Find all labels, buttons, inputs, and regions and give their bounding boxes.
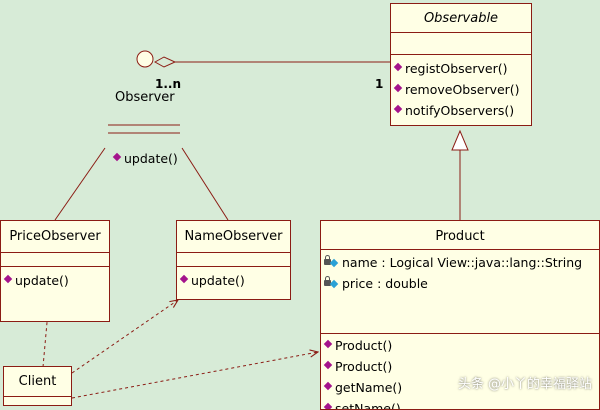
price-observer-class-name: PriceObserver — [1, 221, 109, 253]
operation-icon — [393, 83, 403, 92]
observable-operations: registObserver() removeObserver() notify… — [391, 55, 531, 121]
operation-row[interactable]: Product() — [321, 356, 599, 377]
operation-icon — [3, 274, 13, 283]
attribute-row[interactable]: name : Logical View::java::lang::String — [321, 252, 599, 273]
operation-icon — [393, 104, 403, 113]
aggregation-diamond-icon — [153, 56, 177, 68]
observer-association — [136, 50, 390, 68]
observable-multiplicity: 1 — [375, 77, 384, 91]
observable-class[interactable]: Observable registObserver() removeObserv… — [390, 3, 532, 126]
operation-row[interactable]: notifyObservers() — [391, 100, 531, 121]
product-class-name: Product — [321, 221, 599, 250]
operation-label: removeObserver() — [405, 82, 520, 97]
operation-label: getName() — [335, 380, 403, 395]
operation-row[interactable]: registObserver() — [391, 58, 531, 79]
price-observer-operations: update() — [1, 267, 109, 291]
watermark: 头条 @小丫的幸福驿站 — [457, 377, 592, 392]
name-observer-attributes — [177, 253, 290, 267]
name-observer-class-name: NameObserver — [177, 221, 290, 253]
operation-label: Product() — [335, 359, 393, 374]
product-attributes: name : Logical View::java::lang::String … — [321, 250, 599, 334]
operation-row[interactable]: removeObserver() — [391, 79, 531, 100]
private-attribute-icon — [324, 254, 340, 270]
operation-label: notifyObservers() — [405, 103, 515, 118]
observable-class-name: Observable — [391, 4, 531, 33]
operation-label: update() — [191, 273, 245, 288]
operation-icon — [393, 62, 403, 71]
operation-label: registObserver() — [405, 61, 508, 76]
attribute-label: price : double — [342, 276, 428, 291]
price-observer-class[interactable]: PriceObserver update() — [0, 220, 110, 322]
generalization-triangle-icon — [451, 129, 469, 151]
price-observer-realization — [54, 147, 106, 221]
observer-interface-shape — [108, 124, 180, 134]
name-observer-operations: update() — [177, 267, 290, 291]
observer-multiplicity: 1..n — [155, 77, 182, 91]
name-observer-class[interactable]: NameObserver update() — [176, 220, 291, 300]
operation-label: update() — [15, 273, 69, 288]
interface-lollipop-icon — [136, 50, 154, 68]
operation-row[interactable]: update() — [1, 270, 109, 291]
observer-operation-row[interactable]: update() — [110, 148, 178, 169]
operation-label: setName() — [335, 401, 401, 410]
client-product-dependency — [71, 352, 318, 399]
private-attribute-icon — [324, 275, 340, 291]
operation-row[interactable]: getName() — [321, 377, 599, 398]
operation-icon — [179, 274, 189, 283]
operation-icon — [323, 339, 333, 348]
product-operations: Product() Product() getName() setName() — [321, 334, 599, 410]
product-class[interactable]: Product name : Logical View::java::lang:… — [320, 220, 600, 410]
operation-label: update() — [124, 151, 178, 166]
client-class-name: Client — [4, 367, 71, 397]
operation-label: Product() — [335, 338, 393, 353]
observer-interface-name[interactable]: Observer — [115, 90, 175, 105]
attribute-label: name : Logical View::java::lang::String — [342, 255, 583, 270]
observable-attributes — [391, 33, 531, 55]
operation-icon — [112, 152, 122, 161]
operation-icon — [323, 381, 333, 390]
operation-row[interactable]: update() — [177, 270, 290, 291]
operation-icon — [323, 360, 333, 369]
operation-row[interactable]: Product() — [321, 335, 599, 356]
name-observer-realization — [181, 147, 229, 221]
price-observer-attributes — [1, 253, 109, 267]
client-class[interactable]: Client — [3, 366, 72, 406]
attribute-row[interactable]: price : double — [321, 273, 599, 294]
operation-icon — [323, 402, 333, 409]
product-generalization — [451, 129, 469, 220]
